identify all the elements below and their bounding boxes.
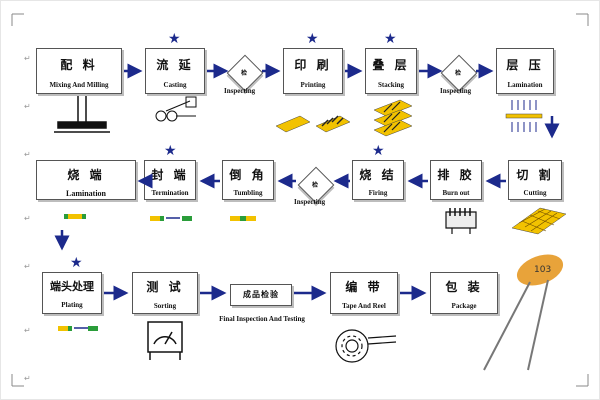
step-mixing: 配 料 Mixing And Milling (36, 48, 122, 94)
step-tape-zh: 编 带 (345, 280, 383, 294)
paragraph-mark: ↵ (24, 150, 31, 159)
step-tumbling: 倒 角 Tumbling (222, 160, 274, 200)
step-mixing-en: Mixing And Milling (49, 81, 109, 89)
step-lamination-2-zh: 烧 端 (67, 168, 105, 182)
paragraph-mark: ↵ (24, 262, 31, 271)
lamination-press-icon (505, 100, 543, 132)
step-plating-zh: 端头处理 (50, 280, 94, 293)
step-burnout-zh: 排 胶 (437, 168, 475, 182)
inspection-char-1: 检 (240, 70, 247, 77)
step-firing: 烧 结 Firing (352, 160, 404, 200)
step-cutting-zh: 切 割 (516, 168, 554, 182)
printing-sheets-icon (275, 115, 351, 133)
stacking-sheets-icon (373, 99, 413, 137)
key-process-star-printing: ★ (306, 31, 319, 47)
step-final-inspection-en: Final Inspection And Testing (219, 315, 305, 323)
step-cutting: 切 割 Cutting (508, 160, 562, 200)
paragraph-mark: ↵ (24, 54, 31, 63)
step-termination-en: Termination (151, 189, 189, 197)
key-process-star-casting: ★ (168, 31, 181, 47)
capacitor-label: 103 (534, 265, 551, 275)
step-stacking: 叠 层 Stacking (365, 48, 417, 94)
step-tape-and-reel: 编 带 Tape And Reel (330, 272, 398, 314)
paragraph-mark: ↵ (24, 326, 31, 335)
step-burnout: 排 胶 Burn out (430, 160, 482, 200)
step-tumbling-en: Tumbling (233, 189, 263, 197)
paragraph-mark: ↵ (24, 214, 31, 223)
inspection-label-1: Inspecting (224, 87, 256, 95)
step-stacking-en: Stacking (377, 81, 405, 89)
step-sorting-zh: 测 试 (146, 280, 184, 294)
paragraph-mark: ↵ (24, 102, 31, 111)
crop-mark-icon (576, 374, 589, 387)
key-process-star-termination: ★ (164, 143, 177, 159)
step-lamination-1-zh: 层 压 (506, 58, 544, 72)
ceramic-capacitor-icon (483, 254, 564, 371)
sorting-meter-icon (147, 321, 183, 360)
step-lamination-1: 层 压 Lamination (496, 48, 554, 94)
step-printing: 印 刷 Printing (283, 48, 343, 94)
inspection-char-3: 检 (311, 182, 318, 189)
tape-reel-icon (335, 329, 397, 363)
step-casting-en: Casting (163, 81, 187, 89)
cutting-grid-icon (511, 207, 567, 235)
step-plating-en: Plating (61, 301, 83, 309)
mixing-mill-icon (54, 96, 110, 133)
step-lamination-2: 烧 端 Lamination (36, 160, 136, 200)
step-package-zh: 包 装 (445, 280, 483, 294)
step-lamination-1-en: Lamination (507, 81, 543, 89)
key-process-star-firing: ★ (372, 143, 385, 159)
step-mixing-zh: 配 料 (60, 58, 98, 72)
inspection-label-3: Inspecting (294, 198, 326, 206)
burnout-tray-icon (445, 208, 477, 234)
step-lamination-2-en: Lamination (65, 189, 106, 198)
chip-plating-icon (58, 326, 98, 331)
crop-mark-icon (11, 13, 24, 26)
chip-termination-icon (150, 216, 192, 221)
step-printing-zh: 印 刷 (294, 58, 332, 72)
paragraph-mark: ↵ (24, 374, 31, 383)
step-sorting-en: Sorting (153, 302, 177, 310)
step-plating: 端头处理 Plating (42, 272, 102, 314)
casting-machine-icon (155, 96, 197, 122)
step-final-inspection: 成品检验 (230, 284, 292, 306)
step-casting: 流 延 Casting (145, 48, 205, 94)
chip-tumbling-icon (230, 216, 256, 221)
step-stacking-zh: 叠 层 (372, 58, 410, 72)
key-process-star-stacking: ★ (384, 31, 397, 47)
crop-mark-icon (576, 13, 589, 26)
step-burnout-en: Burn out (442, 189, 470, 197)
step-casting-zh: 流 延 (156, 58, 194, 72)
inspection-char-2: 检 (454, 70, 461, 77)
step-cutting-en: Cutting (523, 189, 547, 197)
crop-mark-icon (11, 374, 24, 387)
step-tape-en: Tape And Reel (342, 302, 386, 310)
step-tumbling-zh: 倒 角 (229, 168, 267, 182)
step-termination: 封 端 Termination (144, 160, 196, 200)
step-package-en: Package (451, 302, 477, 310)
step-firing-en: Firing (368, 189, 388, 197)
inspection-label-2: Inspecting (440, 87, 472, 95)
step-firing-zh: 烧 结 (359, 168, 397, 182)
step-package: 包 装 Package (430, 272, 498, 314)
step-printing-en: Printing (300, 81, 326, 89)
step-final-inspection-zh: 成品检验 (243, 290, 279, 299)
step-sorting: 测 试 Sorting (132, 272, 198, 314)
key-process-star-plating: ★ (70, 255, 83, 271)
chip-lamination-icon (64, 214, 86, 219)
step-termination-zh: 封 端 (151, 168, 189, 182)
